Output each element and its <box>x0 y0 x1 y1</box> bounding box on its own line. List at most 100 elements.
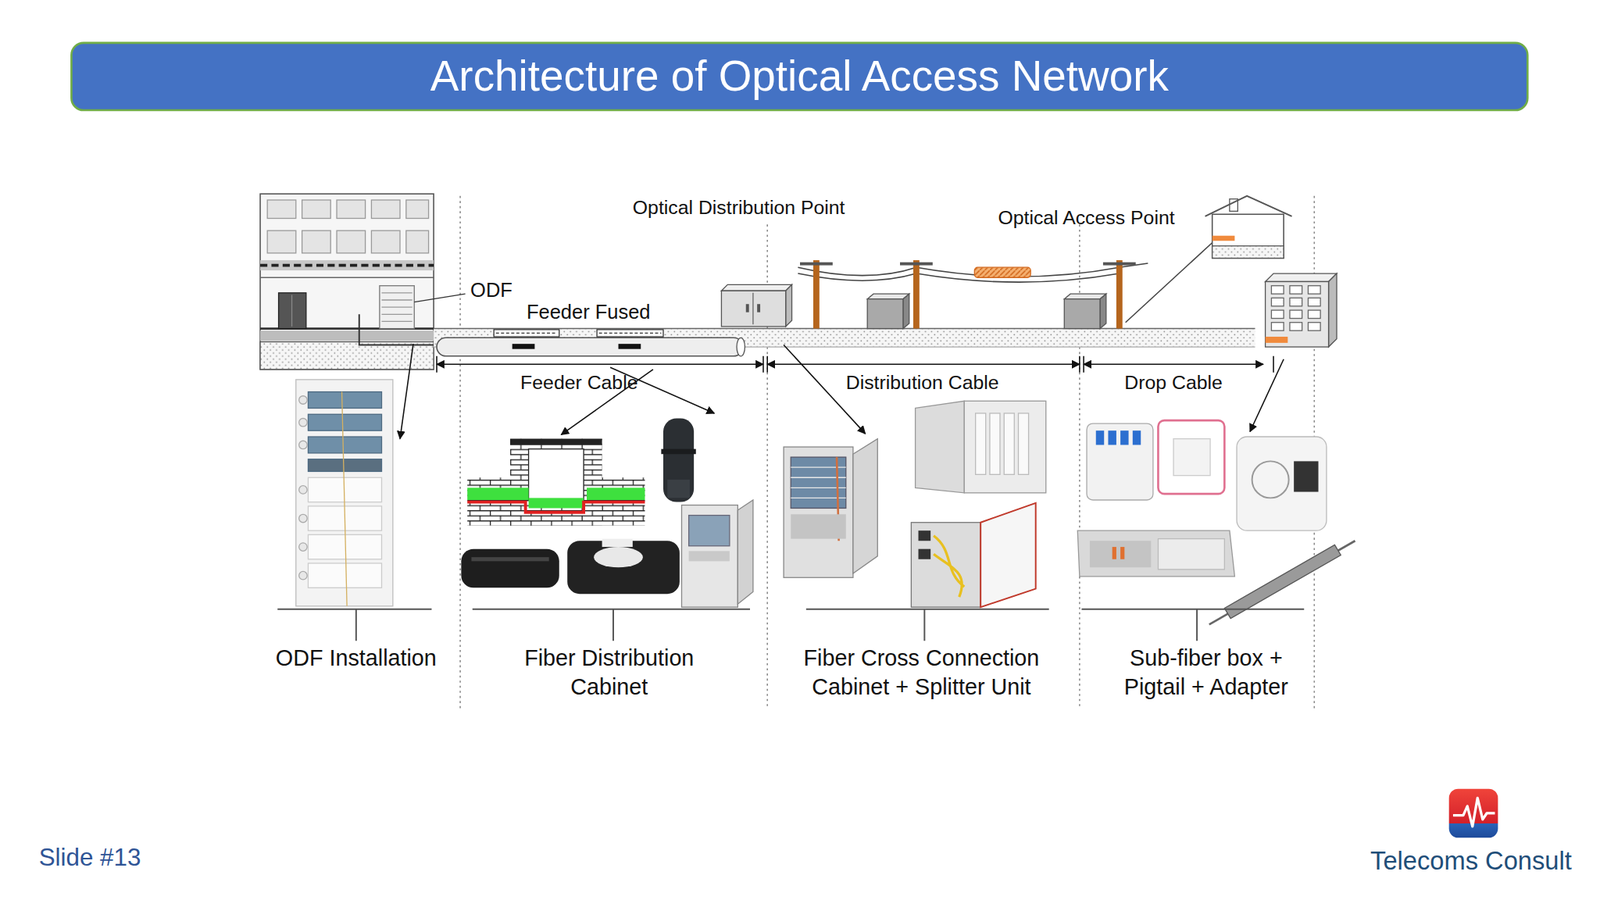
title-banner <box>71 42 1528 111</box>
central-office-building <box>381 299 412 300</box>
caption-bracket <box>923 609 925 641</box>
street-cabinet <box>746 303 750 312</box>
odf-rack-photo <box>299 485 308 494</box>
utility-pole <box>1116 260 1123 329</box>
inline-closure <box>471 557 549 561</box>
odf-rack-photo <box>307 459 382 472</box>
apartment-building <box>1265 273 1337 347</box>
odf-rack-photo <box>307 477 382 502</box>
sub-fiber-box <box>1086 420 1225 500</box>
street-cabinet <box>785 284 793 327</box>
fiber-tray <box>1157 539 1225 570</box>
apartment-building <box>1307 310 1321 318</box>
apartment-building <box>1271 310 1284 318</box>
odf-rack-photo <box>307 392 382 409</box>
central-office-building <box>260 342 434 370</box>
odf-rack-photo <box>299 396 308 404</box>
sub-fiber-box <box>1157 420 1225 494</box>
utility-pole <box>913 260 920 329</box>
aerial-closure <box>974 267 1031 278</box>
house <box>1212 235 1236 242</box>
distribution-box <box>1064 293 1107 300</box>
inline-closure <box>567 540 680 594</box>
apartment-building <box>1265 273 1337 282</box>
apartment-building <box>1265 336 1289 343</box>
odf-rack-photo <box>307 436 382 454</box>
apartment-building <box>1271 322 1284 331</box>
distribution-box <box>867 293 1107 329</box>
equipment-caption: Sub-fiber box + Pigtail + Adapter <box>1106 642 1306 703</box>
central-office-building <box>267 200 297 219</box>
caption-bracket <box>1196 609 1198 641</box>
dimension-line <box>435 356 438 373</box>
central-office-building <box>260 260 434 271</box>
fiber-tray <box>1120 546 1125 560</box>
dimension-line <box>767 364 1080 366</box>
splice-protector <box>1224 544 1341 618</box>
central-office-building <box>260 277 434 279</box>
leader-line <box>414 293 465 302</box>
cable-label: Distribution Cable <box>846 371 1000 395</box>
outdoor-cabinet <box>681 500 753 608</box>
wall-distribution-box <box>989 413 1000 475</box>
dome-closure <box>663 418 694 503</box>
caption-bracket <box>277 608 432 611</box>
splitter-box <box>910 522 981 608</box>
central-office-building <box>302 230 332 254</box>
point-label: Optical Access Point <box>997 207 1175 231</box>
distribution-box <box>1064 299 1100 329</box>
central-office-building <box>267 230 297 254</box>
apartment-building <box>1307 285 1321 294</box>
street-cabinet <box>757 303 761 312</box>
feeder-fused-closure <box>496 332 558 334</box>
odf-rack-photo <box>307 563 382 588</box>
apartment-building <box>1289 285 1303 294</box>
splice-protector <box>1209 540 1356 625</box>
splitter-box <box>933 535 965 597</box>
wall-distribution-box <box>975 413 986 475</box>
feeder-fused-closure <box>599 332 662 334</box>
sub-fiber-box <box>1107 430 1116 445</box>
odf-rack-photo <box>299 571 308 579</box>
terminal-box <box>1236 436 1327 531</box>
splitter-box <box>980 503 1036 608</box>
feeder-duct <box>436 337 743 357</box>
sub-fiber-box <box>1132 430 1141 445</box>
odf-rack-photo <box>299 418 308 427</box>
wall-distribution-box <box>1018 413 1029 475</box>
inline-closure <box>593 546 643 568</box>
odf-rack-photo <box>299 396 308 580</box>
apartment-building <box>1289 322 1303 331</box>
central-office-building <box>381 321 412 322</box>
pointer-arrow <box>1250 359 1284 433</box>
house <box>1212 214 1284 258</box>
dimension-line <box>1083 364 1264 366</box>
street-cabinet <box>721 284 792 291</box>
terminal-box <box>1236 436 1327 531</box>
feeder-fused-closure <box>618 343 642 350</box>
house <box>1205 196 1293 217</box>
drop-wire <box>1125 240 1215 322</box>
central-office-building <box>381 306 412 308</box>
pointer-arrow <box>400 343 414 439</box>
central-office-building <box>381 314 412 315</box>
manhole-section <box>528 497 585 508</box>
company-name: Telecoms Consult <box>1370 844 1572 875</box>
wall-distribution-box <box>964 400 1046 493</box>
inline-closure <box>460 539 680 595</box>
title-banner <box>71 42 1528 111</box>
odf-rack-photo <box>307 414 382 431</box>
dome-closure <box>660 418 696 503</box>
wall-distribution-box <box>915 400 1047 493</box>
distribution-box <box>1100 293 1107 329</box>
distribution-box <box>867 299 904 329</box>
fiber-tray <box>1077 530 1235 577</box>
central-office-building <box>379 285 415 329</box>
splitter-box <box>910 503 1036 608</box>
splice-protector <box>1209 540 1356 625</box>
central-office-building <box>260 193 434 370</box>
company-logo <box>1449 789 1499 839</box>
cross-connect-cabinet <box>853 439 878 574</box>
odf-rack-photo <box>299 542 308 551</box>
apartment-building <box>1328 273 1337 347</box>
